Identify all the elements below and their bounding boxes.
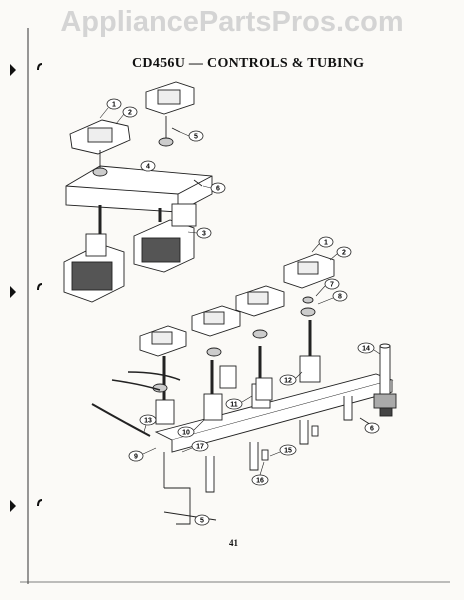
- switch-plate-right-face: [157, 89, 181, 105]
- callout-8: 8: [317, 290, 348, 305]
- callout-15: 15: [269, 444, 297, 457]
- valve-body-left-shade: [71, 261, 113, 291]
- screw-5: [171, 127, 181, 133]
- svg-text:9: 9: [134, 454, 138, 461]
- callout-2-upper: 2: [115, 106, 138, 125]
- callout-6-lower-left: 5: [194, 514, 210, 526]
- svg-text:16: 16: [256, 478, 264, 485]
- diagram-title: CD456U — CONTROLS & TUBING: [132, 56, 365, 71]
- standoff-1: [205, 456, 215, 493]
- screw-16: [311, 425, 319, 437]
- callout-11: 11: [225, 395, 253, 410]
- svg-text:12: 12: [284, 378, 292, 385]
- svg-text:2: 2: [342, 250, 346, 257]
- callout-6-lower-right: 6: [364, 422, 380, 434]
- binder-curl-bottom: [37, 499, 43, 507]
- burner-valve-5: [219, 365, 273, 401]
- shaft-collar-left: [92, 167, 108, 177]
- callout-10: 10: [177, 419, 205, 438]
- binder-curl-top: [37, 63, 43, 71]
- callouts: 1 2 3 4 5 6 1 2 7 8 14 12 11 10 13 9 17 …: [99, 98, 381, 526]
- binder-mark-top: [10, 64, 16, 76]
- svg-text:7: 7: [330, 282, 334, 289]
- pilot-tube-1: [111, 379, 161, 391]
- standoff-2: [249, 442, 259, 471]
- svg-text:15: 15: [284, 448, 292, 455]
- pilot-tube-2: [127, 371, 181, 381]
- callout-7: 7: [315, 278, 340, 297]
- binder-curl-middle: [37, 283, 43, 291]
- svg-text:1: 1: [112, 102, 116, 109]
- callout-4: 4: [140, 160, 156, 172]
- svg-text:14: 14: [362, 346, 370, 353]
- callout-3: 3: [187, 227, 212, 239]
- callout-14: 14: [357, 342, 381, 355]
- gas-tube: [91, 403, 151, 437]
- svg-text:17: 17: [196, 444, 204, 451]
- callout-1-lower: 1: [311, 236, 334, 253]
- burner-valve-1: [139, 325, 187, 425]
- svg-text:8: 8: [338, 294, 342, 301]
- callout-17: 17: [181, 440, 209, 453]
- screw-15: [261, 449, 269, 461]
- svg-text:2: 2: [128, 110, 132, 117]
- callout-6-upper: 6: [202, 182, 226, 194]
- svg-text:3: 3: [202, 231, 206, 238]
- page-number: 41: [229, 538, 238, 548]
- screw-6-upper: [193, 179, 203, 187]
- burner-valve-4: [283, 253, 335, 383]
- burner-valve-2: [191, 305, 241, 421]
- valve-block-left: [85, 233, 107, 257]
- manifold-front: [171, 380, 393, 453]
- svg-text:6: 6: [216, 186, 220, 193]
- callout-9: 9: [128, 447, 157, 462]
- binder-mark-middle: [10, 286, 16, 298]
- watermark: AppliancePartsPros.com: [60, 6, 404, 38]
- standoff-3: [299, 420, 309, 445]
- support-bracket-left: [164, 487, 191, 525]
- svg-text:10: 10: [182, 430, 190, 437]
- callout-13: 13: [139, 414, 157, 433]
- valve-block-right: [171, 203, 197, 227]
- callout-16: 16: [251, 461, 269, 486]
- valve-body-right-shade: [141, 237, 181, 263]
- callout-5-upper: 5: [179, 130, 204, 142]
- binder-mark-bottom: [10, 500, 16, 512]
- callout-1-upper: 1: [99, 98, 122, 119]
- svg-text:1: 1: [324, 240, 328, 247]
- callout-12: 12: [279, 371, 303, 386]
- callout-2-lower: 2: [329, 246, 352, 261]
- svg-text:13: 13: [144, 418, 152, 425]
- svg-text:11: 11: [230, 402, 238, 409]
- shaft-collar-right: [158, 137, 174, 147]
- svg-text:5: 5: [194, 134, 198, 141]
- svg-text:6: 6: [370, 426, 374, 433]
- svg-text:5: 5: [200, 518, 204, 525]
- standoff-4: [343, 396, 353, 421]
- svg-text:4: 4: [146, 164, 150, 171]
- switch-plate-left-face: [87, 127, 113, 143]
- fitting-6: [379, 407, 393, 417]
- pressure-regulator: [373, 393, 397, 409]
